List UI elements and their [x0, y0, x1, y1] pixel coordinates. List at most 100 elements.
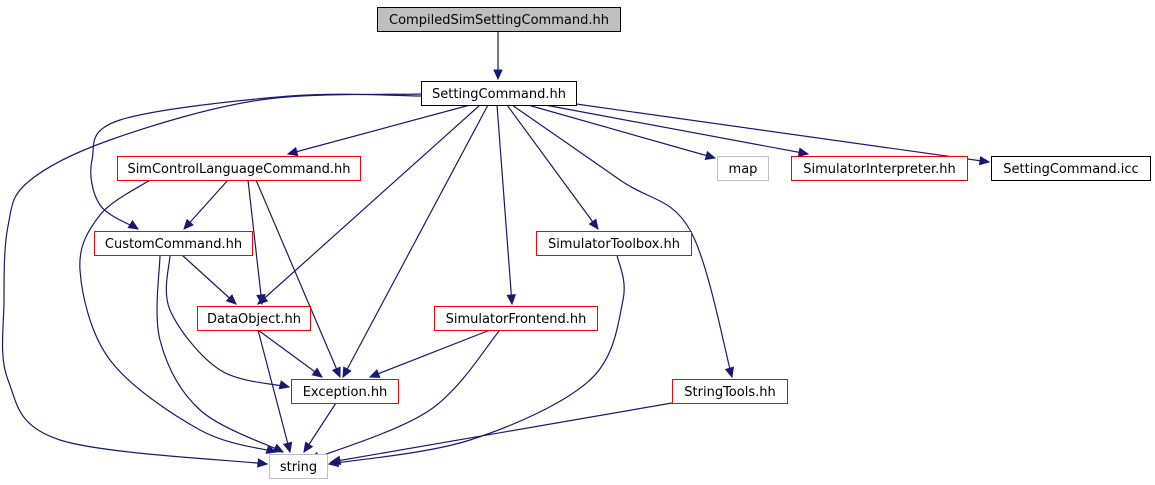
node-box[interactable]	[197, 306, 311, 331]
node-box[interactable]	[421, 81, 577, 106]
edge-simcontrol-to-custom	[183, 179, 229, 230]
node-label: CompiledSimSettingCommand.hh	[389, 13, 609, 28]
node-box[interactable]	[269, 454, 328, 479]
edge-setting-to-dataobj	[257, 104, 481, 305]
edge-arrowhead	[257, 458, 269, 468]
edge-line	[330, 402, 673, 463]
edge-line	[183, 179, 229, 230]
node-string[interactable]: string	[269, 454, 328, 479]
edge-arrowhead	[588, 218, 599, 230]
edge-line	[247, 179, 263, 305]
edge-layer	[1, 31, 991, 468]
edge-arrowhead	[797, 147, 810, 157]
node-toolbox[interactable]: SimulatorToolbox.hh	[536, 231, 692, 256]
edge-line	[303, 402, 337, 453]
edge-line	[511, 104, 733, 378]
edge-custom-to-dataobj	[181, 254, 237, 305]
edge-arrowhead	[272, 443, 285, 453]
node-stringtools[interactable]: StringTools.hh	[672, 379, 788, 404]
node-dataobj[interactable]: DataObject.hh	[197, 306, 311, 331]
edge-exception-to-string	[303, 402, 337, 454]
edge-arrowhead	[127, 219, 140, 230]
node-label: CustomCommand.hh	[105, 237, 242, 252]
edge-arrowhead	[303, 441, 314, 454]
node-label: SettingCommand.icc	[1003, 162, 1138, 177]
edge-line	[342, 104, 489, 378]
edge-custom-to-exception	[165, 254, 291, 390]
edge-compiled-to-setting	[493, 31, 503, 81]
node-simcontrol[interactable]: SimControlLanguageCommand.hh	[117, 156, 361, 181]
edge-setting-to-stringtools	[511, 104, 735, 379]
edge-setting-to-toolbox	[506, 104, 599, 230]
edge-dataobj-to-string	[257, 329, 293, 454]
edge-line	[165, 254, 290, 388]
edge-arrowhead	[506, 294, 517, 306]
edge-arrowhead	[978, 155, 991, 166]
node-label: SimulatorFrontend.hh	[446, 312, 587, 327]
edge-frontend-to-exception	[368, 329, 491, 378]
edge-arrowhead	[256, 294, 266, 306]
edge-line	[181, 254, 237, 305]
edge-line	[1, 93, 422, 465]
edge-arrowhead	[286, 146, 299, 157]
edge-line	[255, 179, 341, 378]
edge-arrowhead	[225, 294, 237, 305]
edge-line	[544, 104, 809, 155]
edge-line	[309, 329, 501, 461]
edge-line	[506, 104, 599, 230]
edge-line	[496, 104, 513, 305]
edge-setting-to-custom	[90, 93, 422, 230]
edge-line	[527, 104, 716, 159]
node-label: SimulatorInterpreter.hh	[803, 162, 955, 177]
node-map[interactable]: map	[717, 156, 769, 181]
node-box[interactable]	[94, 231, 253, 256]
edge-simcontrol-to-dataobj	[247, 179, 266, 306]
node-box[interactable]	[536, 231, 692, 256]
node-box[interactable]	[117, 156, 361, 181]
edge-setting-to-map	[527, 104, 717, 161]
node-label: SimControlLanguageCommand.hh	[127, 162, 350, 177]
node-label: StringTools.hh	[684, 385, 775, 400]
node-exception[interactable]: Exception.hh	[291, 379, 399, 404]
edge-arrowhead	[311, 367, 323, 378]
edge-arrowhead	[278, 380, 291, 390]
edge-arrowhead	[493, 69, 503, 81]
edge-line	[575, 103, 990, 163]
edge-stringtools-to-string	[329, 402, 673, 466]
node-compiled[interactable]: CompiledSimSettingCommand.hh	[377, 7, 621, 32]
node-box[interactable]	[434, 306, 598, 331]
edge-line	[79, 179, 277, 453]
node-label: SimulatorToolbox.hh	[548, 237, 680, 252]
edge-dataobj-to-exception	[257, 329, 323, 378]
edge-line	[328, 254, 625, 465]
edge-line	[257, 329, 323, 378]
edge-arrowhead	[183, 218, 194, 230]
node-box[interactable]	[291, 379, 399, 404]
node-label: string	[280, 460, 317, 475]
edge-line	[287, 104, 471, 155]
edge-setting-to-icc	[575, 103, 991, 166]
node-label: SettingCommand.hh	[432, 87, 566, 102]
node-setting[interactable]: SettingCommand.hh	[421, 81, 577, 106]
edge-arrowhead	[282, 441, 293, 454]
node-box[interactable]	[672, 379, 788, 404]
node-layer: CompiledSimSettingCommand.hhSettingComma…	[94, 7, 1151, 479]
edge-arrowhead	[368, 369, 381, 378]
node-box[interactable]	[991, 156, 1151, 181]
node-icc[interactable]: SettingCommand.icc	[991, 156, 1151, 181]
node-frontend[interactable]: SimulatorFrontend.hh	[434, 306, 598, 331]
node-custom[interactable]: CustomCommand.hh	[94, 231, 253, 256]
edge-line	[90, 93, 422, 230]
edge-setting-to-simcontrol	[286, 104, 471, 157]
node-box[interactable]	[377, 7, 621, 32]
node-interp[interactable]: SimulatorInterpreter.hh	[791, 156, 968, 181]
edge-custom-to-string	[156, 254, 285, 453]
edge-line	[369, 329, 491, 378]
edge-arrowhead	[342, 366, 352, 379]
node-box[interactable]	[791, 156, 968, 181]
node-label: map	[729, 162, 758, 177]
node-box[interactable]	[717, 156, 769, 181]
edge-setting-to-interp	[544, 104, 810, 157]
edge-setting-to-exception	[342, 104, 489, 379]
edge-arrowhead	[704, 150, 717, 161]
